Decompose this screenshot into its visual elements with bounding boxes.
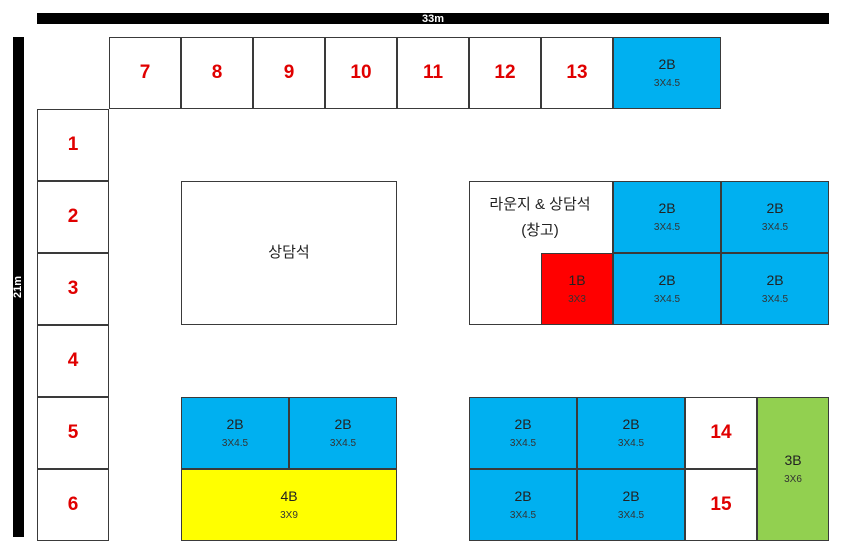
booth-4: 4 xyxy=(37,325,109,397)
booth-2B-br3: 2B 3X4.5 xyxy=(469,469,577,541)
booth-number: 10 xyxy=(350,62,372,83)
booth-type-label: 2B xyxy=(622,416,640,432)
booth-2: 2 xyxy=(37,181,109,253)
booth-number: 11 xyxy=(422,62,444,83)
booth-number: 4 xyxy=(67,350,79,371)
booth-type-label: 1B xyxy=(568,272,586,288)
booth-number: 6 xyxy=(67,494,79,515)
booth-size-label: 3X4.5 xyxy=(509,510,537,521)
booth-10: 10 xyxy=(325,37,397,109)
booth-type-label: 2B xyxy=(514,416,532,432)
booth-type-label: 2B xyxy=(766,272,784,288)
booth-15: 15 xyxy=(685,469,757,541)
booth-1: 1 xyxy=(37,109,109,181)
booth-size-label: 3X4.5 xyxy=(617,510,645,521)
booth-size-label: 3X4.5 xyxy=(761,222,789,233)
booth-2B-bl2: 2B 3X4.5 xyxy=(289,397,397,469)
booth-size-label: 3X4.5 xyxy=(509,438,537,449)
booth-8: 8 xyxy=(181,37,253,109)
area-label: 라운지 & 상담석 xyxy=(489,196,591,213)
booth-number: 14 xyxy=(710,422,732,443)
booth-number: 2 xyxy=(67,206,79,227)
booth-2B-r2c2: 2B 3X4.5 xyxy=(721,253,829,325)
booth-2B-bl1: 2B 3X4.5 xyxy=(181,397,289,469)
booth-type-label: 2B xyxy=(226,416,244,432)
booth-size-label: 3X4.5 xyxy=(617,438,645,449)
area-label: (창고) xyxy=(521,222,559,239)
booth-type-label: 3B xyxy=(784,452,802,468)
booth-size-label: 3X4.5 xyxy=(653,222,681,233)
booth-size-label: 3X4.5 xyxy=(221,438,249,449)
booth-type-label: 2B xyxy=(622,488,640,504)
booth-number: 5 xyxy=(67,422,79,443)
booth-2B-r2c1: 2B 3X4.5 xyxy=(613,253,721,325)
booth-9: 9 xyxy=(253,37,325,109)
width-dimension-label: 33m xyxy=(421,12,445,25)
booth-type-label: 2B xyxy=(766,200,784,216)
booth-size-label: 3X3 xyxy=(568,294,586,305)
booth-14: 14 xyxy=(685,397,757,469)
booth-size-label: 3X4.5 xyxy=(761,294,789,305)
booth-number: 12 xyxy=(494,62,516,83)
booth-2B-br4: 2B 3X4.5 xyxy=(577,469,685,541)
booth-2B-r1c1: 2B 3X4.5 xyxy=(613,181,721,253)
booth-size-label: 3X4.5 xyxy=(653,294,681,305)
booth-1B: 1B 3X3 xyxy=(541,253,613,325)
booth-4B: 4B 3X9 xyxy=(181,469,397,541)
booth-2B-br2: 2B 3X4.5 xyxy=(577,397,685,469)
booth-12: 12 xyxy=(469,37,541,109)
booth-number: 9 xyxy=(283,62,295,83)
booth-type-label: 2B xyxy=(658,56,676,72)
booth-3B: 3B 3X6 xyxy=(757,397,829,541)
booth-number: 1 xyxy=(67,134,79,155)
booth-6: 6 xyxy=(37,469,109,541)
booth-consult-center: 상담석 xyxy=(181,181,397,325)
booth-size-label: 3X9 xyxy=(280,510,298,521)
booth-2B-top: 2B 3X4.5 xyxy=(613,37,721,109)
booth-2B-r1c2: 2B 3X4.5 xyxy=(721,181,829,253)
booth-number: 8 xyxy=(211,62,223,83)
booth-type-label: 2B xyxy=(334,416,352,432)
booth-size-label: 3X4.5 xyxy=(329,438,357,449)
width-dimension-bar: 33m xyxy=(37,12,829,25)
booth-2B-br1: 2B 3X4.5 xyxy=(469,397,577,469)
booth-number: 3 xyxy=(67,278,79,299)
area-label: 상담석 xyxy=(268,244,310,261)
booth-type-label: 2B xyxy=(658,200,676,216)
booth-type-label: 2B xyxy=(514,488,532,504)
booth-number: 7 xyxy=(139,62,151,83)
booth-5: 5 xyxy=(37,397,109,469)
booth-size-label: 3X4.5 xyxy=(653,78,681,89)
booth-7: 7 xyxy=(109,37,181,109)
height-dimension-bar: 21m xyxy=(13,37,25,537)
booth-13: 13 xyxy=(541,37,613,109)
booth-11: 11 xyxy=(397,37,469,109)
booth-type-label: 2B xyxy=(658,272,676,288)
booth-3: 3 xyxy=(37,253,109,325)
booth-number: 15 xyxy=(710,494,732,515)
booth-number: 13 xyxy=(566,62,588,83)
booth-size-label: 3X6 xyxy=(784,474,802,485)
booth-type-label: 4B xyxy=(280,488,298,504)
